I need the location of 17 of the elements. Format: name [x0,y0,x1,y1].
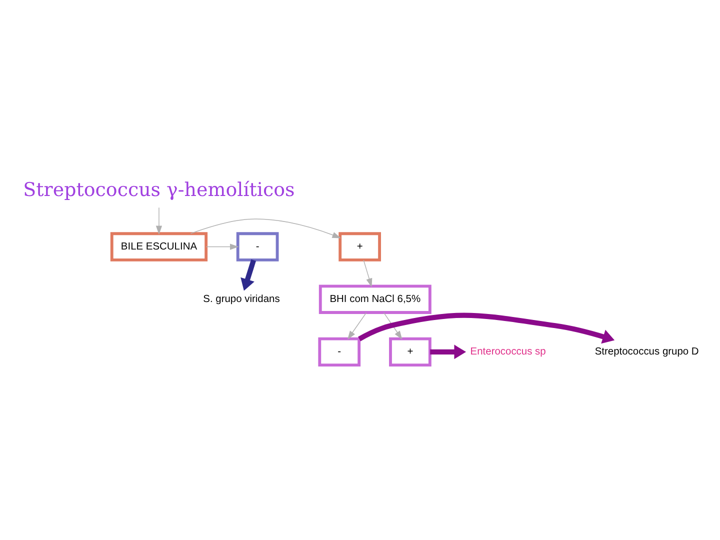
node-box: + [389,336,432,366]
arrow [190,218,342,238]
arrow [430,344,466,359]
node-text: Streptococcus grupo D [594,346,699,358]
node-box: - [236,232,279,261]
arrow [206,243,239,250]
arrow [363,259,372,287]
node-box: + [338,232,381,261]
arrow [156,206,162,234]
node-box: BILE ESCULINA [110,232,208,261]
node-text: Streptococcus γ-hemolíticos [23,178,295,201]
node-box: BHI com NaCl 6,5% [318,284,432,314]
node-text: Enterococcus sp [470,346,546,358]
node-text: S. grupo viridans [203,294,280,305]
node-box: - [318,336,361,366]
arrow [347,312,367,340]
arrow [240,258,256,290]
